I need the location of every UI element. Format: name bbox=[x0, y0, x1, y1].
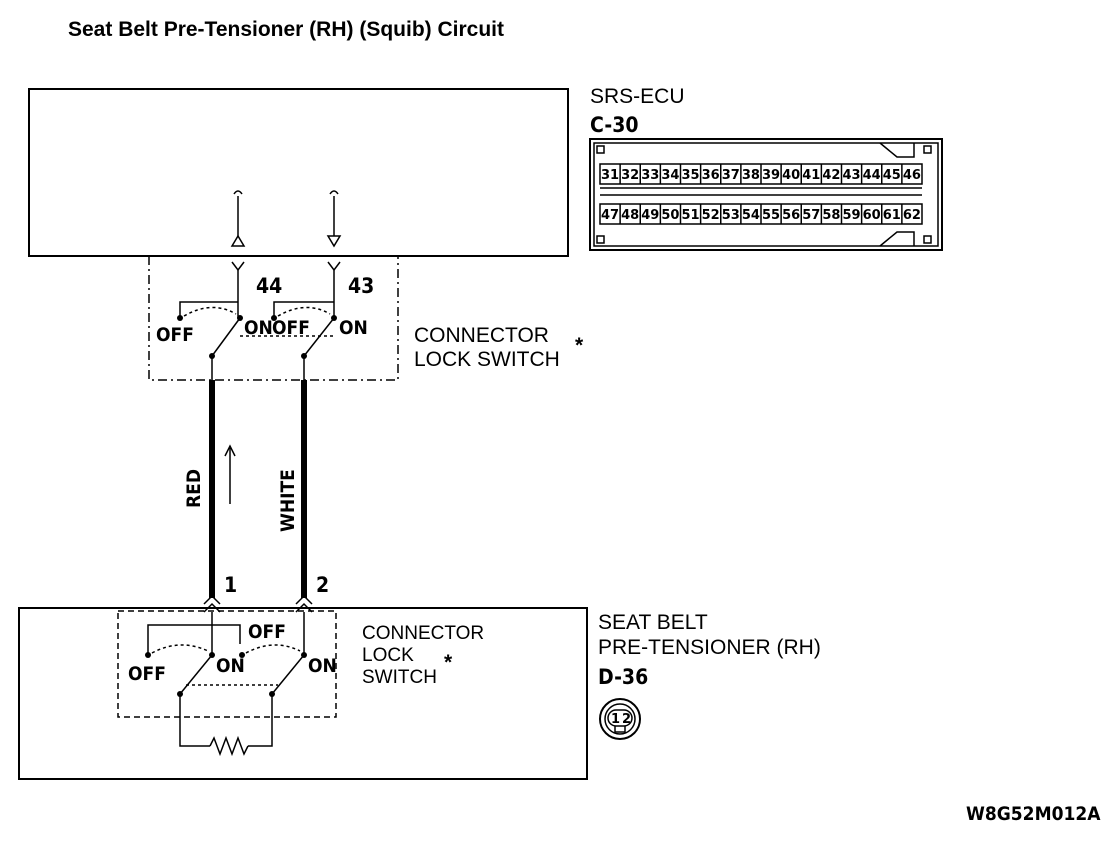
wire-red-label: RED bbox=[183, 469, 205, 508]
ecu-pin-59: 59 bbox=[843, 208, 861, 223]
ecu-pin-61: 61 bbox=[883, 208, 901, 223]
pretensioner-lock-switch-asterisk: * bbox=[444, 651, 453, 674]
ecu-switch-left-on: ON bbox=[244, 317, 273, 339]
ecu-switch-left-off: OFF bbox=[156, 324, 194, 346]
ecu-pin-50: 50 bbox=[661, 208, 679, 223]
ecu-lock-switch-label-line1: CONNECTOR bbox=[414, 324, 549, 347]
ecu-switch-left bbox=[177, 301, 243, 380]
ecu-terminal-43 bbox=[327, 261, 341, 318]
ecu-terminal-43-label: 43 bbox=[348, 274, 374, 298]
ecu-switch-right bbox=[271, 301, 337, 380]
pretensioner-lock-switch-label-line2: LOCK bbox=[362, 645, 414, 666]
wire-white-label: WHITE bbox=[277, 469, 299, 532]
pretensioner-switch-top-off: OFF bbox=[248, 621, 286, 643]
figure-code: W8G52M012A bbox=[966, 803, 1101, 825]
ecu-lock-switch-label-line2: LOCK SWITCH bbox=[414, 348, 560, 371]
pretensioner-lock-switch-label-line1: CONNECTOR bbox=[362, 623, 484, 644]
pretensioner-terminal-1 bbox=[203, 594, 221, 613]
pretensioner-lock-switch-boundary bbox=[117, 610, 337, 718]
ecu-pin-33: 33 bbox=[641, 168, 659, 183]
ecu-pin-60: 60 bbox=[863, 208, 881, 223]
srs-ecu-label: SRS-ECU bbox=[590, 85, 685, 108]
ecu-pin-54: 54 bbox=[742, 208, 760, 223]
ecu-lock-switch-asterisk: * bbox=[575, 334, 584, 357]
pretensioner-terminal-2 bbox=[295, 594, 313, 613]
pretensioner-connector-id: D-36 bbox=[598, 665, 648, 689]
ecu-pin-57: 57 bbox=[802, 208, 820, 223]
diagram-title: Seat Belt Pre-Tensioner (RH) (Squib) Cir… bbox=[68, 18, 504, 41]
ecu-pin-38: 38 bbox=[742, 168, 760, 183]
ecu-pin-37: 37 bbox=[722, 168, 740, 183]
ecu-pin-47: 47 bbox=[601, 208, 619, 223]
pretensioner-switch-right-on: ON bbox=[308, 655, 337, 677]
ecu-pin-55: 55 bbox=[762, 208, 780, 223]
ecu-lock-switch-boundary bbox=[148, 256, 399, 381]
ecu-pin-52: 52 bbox=[702, 208, 720, 223]
ecu-switch-right-on: ON bbox=[339, 317, 368, 339]
ecu-pin-62: 62 bbox=[903, 208, 921, 223]
ecu-pin-35: 35 bbox=[682, 168, 700, 183]
pretensioner-lock-switch-label-line3: SWITCH bbox=[362, 667, 437, 688]
ecu-pin-51: 51 bbox=[682, 208, 700, 223]
squib-resistor-icon bbox=[179, 694, 273, 757]
ecu-pin-31: 31 bbox=[601, 168, 619, 183]
ecu-pin-32: 32 bbox=[621, 168, 639, 183]
ecu-pin-46: 46 bbox=[903, 168, 921, 183]
ecu-pin-45: 45 bbox=[883, 168, 901, 183]
ecu-pin-36: 36 bbox=[702, 168, 720, 183]
ecu-pin-53: 53 bbox=[722, 208, 740, 223]
ecu-terminal-43-symbol bbox=[326, 190, 342, 248]
ecu-pin-43: 43 bbox=[843, 168, 861, 183]
ecu-terminal-44 bbox=[231, 261, 245, 318]
ecu-switch-right-off: OFF bbox=[272, 317, 310, 339]
ecu-pin-41: 41 bbox=[802, 168, 820, 183]
ecu-pin-44: 44 bbox=[863, 168, 881, 183]
pretensioner-switch-left-on: ON bbox=[216, 655, 245, 677]
pretensioner-terminal-1-label: 1 bbox=[224, 573, 237, 597]
pretensioner-label-line1: SEAT BELT bbox=[598, 611, 708, 634]
ecu-pin-42: 42 bbox=[822, 168, 840, 183]
ecu-pin-40: 40 bbox=[782, 168, 800, 183]
pretensioner-connector-pin-2: 2 bbox=[622, 712, 631, 727]
pretensioner-switch-left-off: OFF bbox=[128, 663, 166, 685]
pretensioner-terminal-2-label: 2 bbox=[316, 573, 329, 597]
pretensioner-connector-face bbox=[599, 698, 641, 740]
pretensioner-label-line2: PRE-TENSIONER (RH) bbox=[598, 636, 821, 659]
pretensioner-switch-left bbox=[145, 612, 241, 697]
pretensioner-connector-pin-1: 1 bbox=[611, 712, 620, 727]
ecu-pin-56: 56 bbox=[782, 208, 800, 223]
ecu-terminal-44-symbol bbox=[230, 190, 246, 247]
srs-ecu-box bbox=[28, 88, 569, 257]
ecu-connector-id: C-30 bbox=[590, 113, 638, 137]
ecu-pin-48: 48 bbox=[621, 208, 639, 223]
current-direction-arrow-icon bbox=[224, 444, 236, 504]
ecu-pin-49: 49 bbox=[641, 208, 659, 223]
ecu-pin-34: 34 bbox=[661, 168, 679, 183]
ecu-pin-39: 39 bbox=[762, 168, 780, 183]
ecu-terminal-44-label: 44 bbox=[256, 274, 282, 298]
ecu-pin-58: 58 bbox=[822, 208, 840, 223]
pretensioner-box bbox=[18, 607, 588, 780]
